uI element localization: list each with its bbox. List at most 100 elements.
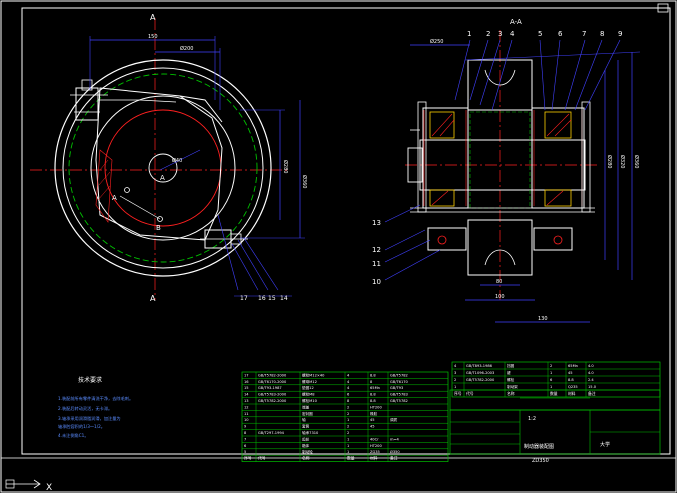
parts-list-cell: GB/T6170: [390, 380, 409, 384]
upper-list-cell: 65Mn: [568, 364, 578, 368]
parts-list-cell: 1: [347, 437, 349, 441]
ucs-marker: [5, 479, 41, 489]
upper-list-cell: 1: [454, 385, 456, 389]
upper-list-cell: 1: [550, 385, 552, 389]
parts-list-cell: 4: [347, 380, 350, 384]
notes-title: 技术要求: [78, 376, 102, 384]
right-dim-top: Ø250: [430, 38, 443, 45]
upper-list-cell: 4.0: [588, 371, 594, 375]
parts-list-cell: GB/T5782: [390, 399, 408, 403]
dim-right2: Ø360: [301, 175, 308, 188]
dim-top1: 150: [148, 34, 158, 40]
title-scale: 1:2: [528, 416, 536, 422]
upper-list-cell: 2: [454, 378, 456, 382]
upper-list-header-cell: 数量: [550, 391, 558, 396]
upper-list-cell: 制动架: [507, 384, 518, 389]
upper-list-cell: Q235: [568, 385, 578, 389]
parts-list-cell: 12: [244, 405, 249, 409]
notes-line-3: 3.轴承采用润滑脂润滑，加注量为: [58, 415, 121, 422]
right-dim-r3: Ø360: [633, 155, 640, 168]
parts-list-header-cell: 序号: [244, 456, 252, 461]
parts-list-cell: 1: [347, 450, 349, 454]
title-name: 制动器装配图: [524, 443, 554, 450]
upper-list-header-cell: 序号: [454, 391, 462, 396]
parts-list-cell: 套筒: [302, 424, 310, 429]
upper-list-cell: 1: [550, 371, 552, 375]
parts-list-cell: 8.8: [370, 373, 376, 377]
parts-list-cell: 螺栓M10: [302, 398, 318, 403]
part-number-13: 13: [372, 219, 381, 227]
parts-list-cell: 65Mn: [370, 386, 380, 390]
leader-15: 15: [268, 295, 276, 302]
parts-list-cell: 1: [347, 418, 349, 422]
upper-list-cell: 8.8: [568, 378, 574, 382]
parts-list-header-cell: 材料: [370, 456, 378, 461]
part-number-8: 8: [600, 30, 604, 38]
parts-list-cell: 6: [244, 444, 247, 448]
ucs-x-label: X: [46, 483, 52, 493]
dim-top2: Ø200: [180, 45, 193, 52]
parts-list-cell: m=4: [390, 437, 400, 441]
parts-list-cell: GB/T5782-2000: [258, 373, 287, 377]
parts-list-cell: GB/T6170-2000: [258, 380, 287, 384]
parts-list-cell: 垫圈12: [302, 385, 314, 390]
upper-list-cell: 2: [550, 364, 552, 368]
parts-list-cell: 6: [347, 393, 350, 397]
parts-list-cell: 14: [244, 393, 249, 397]
parts-list-cell: 2: [347, 425, 349, 429]
part-number-2: 2: [486, 30, 490, 38]
parts-list-header-cell: 备注: [390, 456, 398, 461]
parts-list-cell: 8.8: [370, 399, 376, 403]
parts-list-cell: 7: [244, 437, 246, 441]
center-label-a1: A: [160, 174, 165, 182]
parts-list-cell: 螺栓M12×40: [302, 372, 325, 377]
parts-list-cell: GB/T297-1994: [258, 431, 285, 435]
parts-list-cell: 9: [244, 425, 247, 429]
parts-list-cell: GB/T5783-2000: [258, 393, 287, 397]
parts-list-cell: Ø350: [390, 449, 400, 454]
parts-list-cell: 10: [244, 418, 249, 422]
title-block: [449, 389, 661, 455]
part-number-5: 5: [538, 30, 542, 38]
parts-list-cell: 箱体: [302, 443, 310, 448]
parts-list-cell: 17: [244, 373, 249, 377]
parts-list-cell: 8: [370, 380, 373, 384]
upper-list-header-cell: 材料: [568, 391, 576, 396]
parts-list-header-cell: 代号: [258, 456, 266, 461]
dim-right1: Ø280: [282, 160, 289, 173]
parts-list-cell: GB/T5783: [390, 393, 408, 397]
part-number-6: 6: [558, 30, 563, 38]
section-title: A-A: [510, 18, 522, 26]
notes-line-5: 4.未注倒角C1。: [58, 432, 89, 439]
dim-center: Ø40: [172, 157, 182, 164]
parts-list-cell: 螺母M12: [302, 379, 317, 384]
parts-list-cell: 8.8: [370, 393, 376, 397]
upper-list-cell: 3: [454, 371, 456, 375]
corner-mark: [657, 3, 669, 13]
parts-list-cell: GB/T93: [390, 386, 403, 390]
parts-list-cell: HT200: [370, 405, 382, 409]
upper-list-cell: 挡圈: [507, 363, 515, 368]
part-number-1: 1: [467, 30, 471, 38]
title-drawing-no: ZD350: [532, 458, 549, 464]
notes-line-1: 1.装配前所有零件清洗干净，去除毛刺。: [58, 395, 133, 402]
leader-14: 14: [280, 295, 288, 302]
right-dim-r2: Ø320: [619, 155, 626, 168]
parts-list-cell: 轴承7310: [302, 430, 319, 435]
parts-list-cell: GB/T93-1987: [258, 386, 282, 390]
notes-line-2: 2.装配后转动灵活，无卡滞。: [58, 405, 112, 412]
front-view: [30, 18, 305, 300]
right-dim-b2: 100: [495, 294, 505, 300]
center-label-b: B: [156, 224, 161, 232]
upper-list-header-cell: 名称: [507, 391, 515, 396]
parts-list-cell: 8: [347, 399, 350, 403]
upper-list-cell: 4.0: [588, 364, 594, 368]
upper-list-cell: GB/T5782-2000: [466, 378, 495, 382]
parts-list-cell: 15: [244, 386, 249, 390]
parts-list-header-cell: 数量: [347, 456, 355, 461]
upper-list-cell: 4: [454, 364, 457, 368]
parts-list-cell: 螺栓M8: [302, 392, 315, 397]
upper-list-cell: 6: [550, 378, 553, 382]
